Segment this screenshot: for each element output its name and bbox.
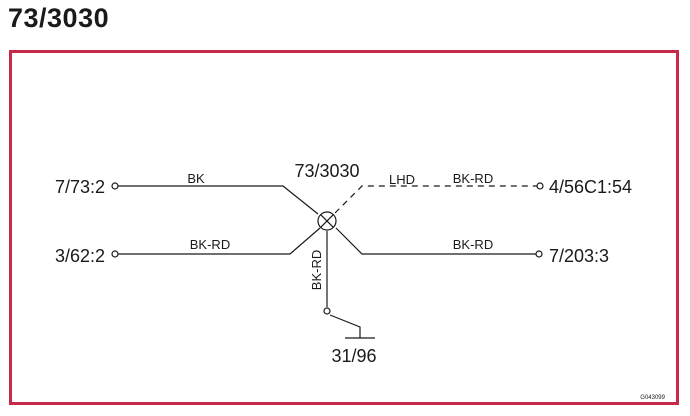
terminal-right-top — [536, 182, 544, 190]
wire-option-lhd: LHD — [389, 172, 415, 187]
connector-label-right-top: 4/56C1:54 — [549, 177, 632, 197]
drawing-code: G043099 — [640, 395, 665, 401]
diagram-frame — [9, 50, 679, 405]
wire-left-bottom — [118, 227, 321, 255]
terminal-right-bottom — [535, 250, 543, 258]
connector-label-left-bottom: 3/62:2 — [55, 246, 105, 266]
splice-label: 73/3030 — [294, 161, 359, 181]
wire-color-right-top: BK-RD — [453, 171, 493, 186]
splice-symbol — [317, 211, 337, 231]
connector-label-ground: 31/96 — [331, 346, 376, 366]
page-title: 73/3030 — [8, 3, 110, 33]
terminal-ground — [323, 307, 331, 315]
terminal-left-bottom — [111, 250, 119, 258]
wire-right-top-dashed — [334, 185, 537, 214]
wire-left-top — [118, 185, 319, 215]
wire-color-ground: BK-RD — [309, 250, 324, 290]
wire-color-left-top: BK — [187, 171, 205, 186]
terminal-left-top — [111, 182, 119, 190]
wire-color-right-bottom: BK-RD — [453, 237, 493, 252]
wire-color-left-bottom: BK-RD — [190, 237, 230, 252]
connector-label-left-top: 7/73:2 — [55, 177, 105, 197]
wire-right-bottom — [335, 227, 536, 255]
connector-label-right-bottom: 7/203:3 — [549, 246, 609, 266]
ground-lead — [329, 314, 361, 338]
